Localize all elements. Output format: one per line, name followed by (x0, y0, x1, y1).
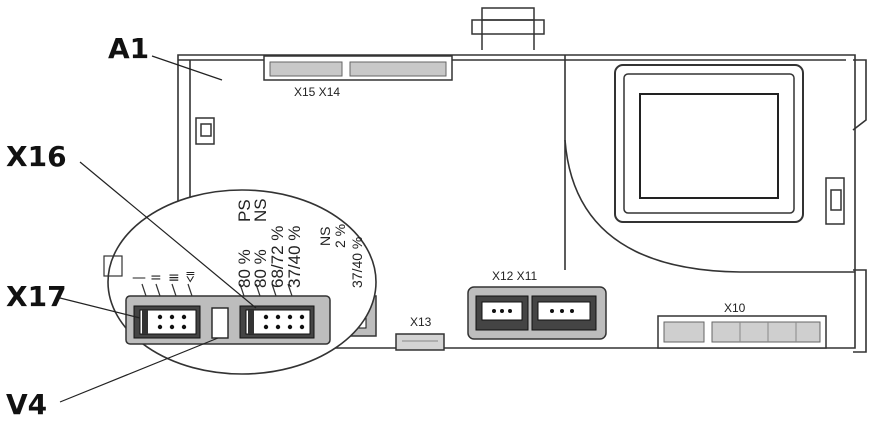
symbol-4: ⩢ (186, 270, 195, 286)
label-ps: PS (235, 199, 254, 222)
callout-x16: X16 (6, 140, 67, 173)
connector-x13 (395, 333, 445, 351)
x12-x11-label: X12 X11 (492, 269, 537, 283)
left-component (195, 117, 215, 145)
x13-label: X13 (410, 315, 432, 329)
label-37-40: 37/40 % (285, 226, 304, 288)
jumper-ticks (141, 283, 293, 297)
connector-x12-x11 (467, 286, 607, 340)
symbol-3: ≡ (168, 270, 180, 286)
jumper-x17 (133, 305, 201, 339)
jumper-x16 (239, 305, 315, 339)
symbol-1: — (132, 270, 146, 286)
callout-x17: X17 (6, 280, 67, 313)
leader-lines (59, 55, 257, 403)
symbol-box (103, 255, 123, 277)
connector-x10 (657, 315, 827, 349)
label-ns-2: NS (317, 227, 333, 246)
label-ns: NS (251, 198, 270, 222)
label-80-b: 80 % (251, 249, 270, 288)
x15-x14-label: X15 X14 (294, 85, 340, 99)
label-37-40-b: 37/40 % (349, 237, 365, 288)
v4-component (211, 307, 229, 339)
x10-label: X10 (724, 301, 746, 315)
callout-a1: A1 (108, 32, 149, 65)
connector-x15-x14 (263, 55, 453, 81)
callout-v4: V4 (6, 388, 47, 421)
symbol-2: = (150, 270, 162, 286)
label-68-72: 68/72 % (268, 226, 287, 288)
label-80-a: 80 % (235, 249, 254, 288)
display-screen (614, 64, 804, 223)
side-tab (825, 177, 845, 225)
label-2: 2 % (332, 224, 348, 248)
top-clip (471, 7, 545, 50)
